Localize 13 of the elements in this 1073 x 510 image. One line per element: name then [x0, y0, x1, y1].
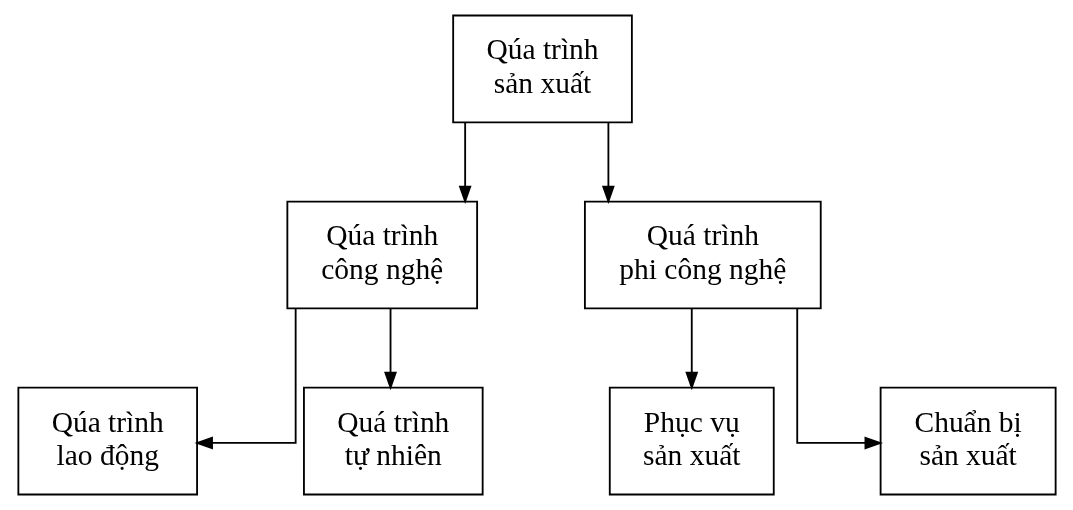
- node-box: Phục vụ sản xuất: [608, 386, 775, 496]
- arrow: [684, 307, 698, 391]
- arrow: [383, 307, 397, 391]
- node-box: Quá trình tự nhiên: [302, 386, 484, 496]
- node-box: Qúa trình công nghệ: [285, 200, 478, 310]
- arrow: [458, 121, 472, 205]
- node-box: Chuẩn bị sản xuất: [879, 386, 1057, 496]
- node-box: Quá trình phi công nghệ: [583, 200, 822, 310]
- arrow: [601, 121, 615, 205]
- node-box: Qúa trình sản xuất: [451, 14, 633, 124]
- arrow: [795, 307, 883, 450]
- node-box: Qúa trình lao động: [16, 386, 198, 496]
- arrow: [194, 307, 297, 450]
